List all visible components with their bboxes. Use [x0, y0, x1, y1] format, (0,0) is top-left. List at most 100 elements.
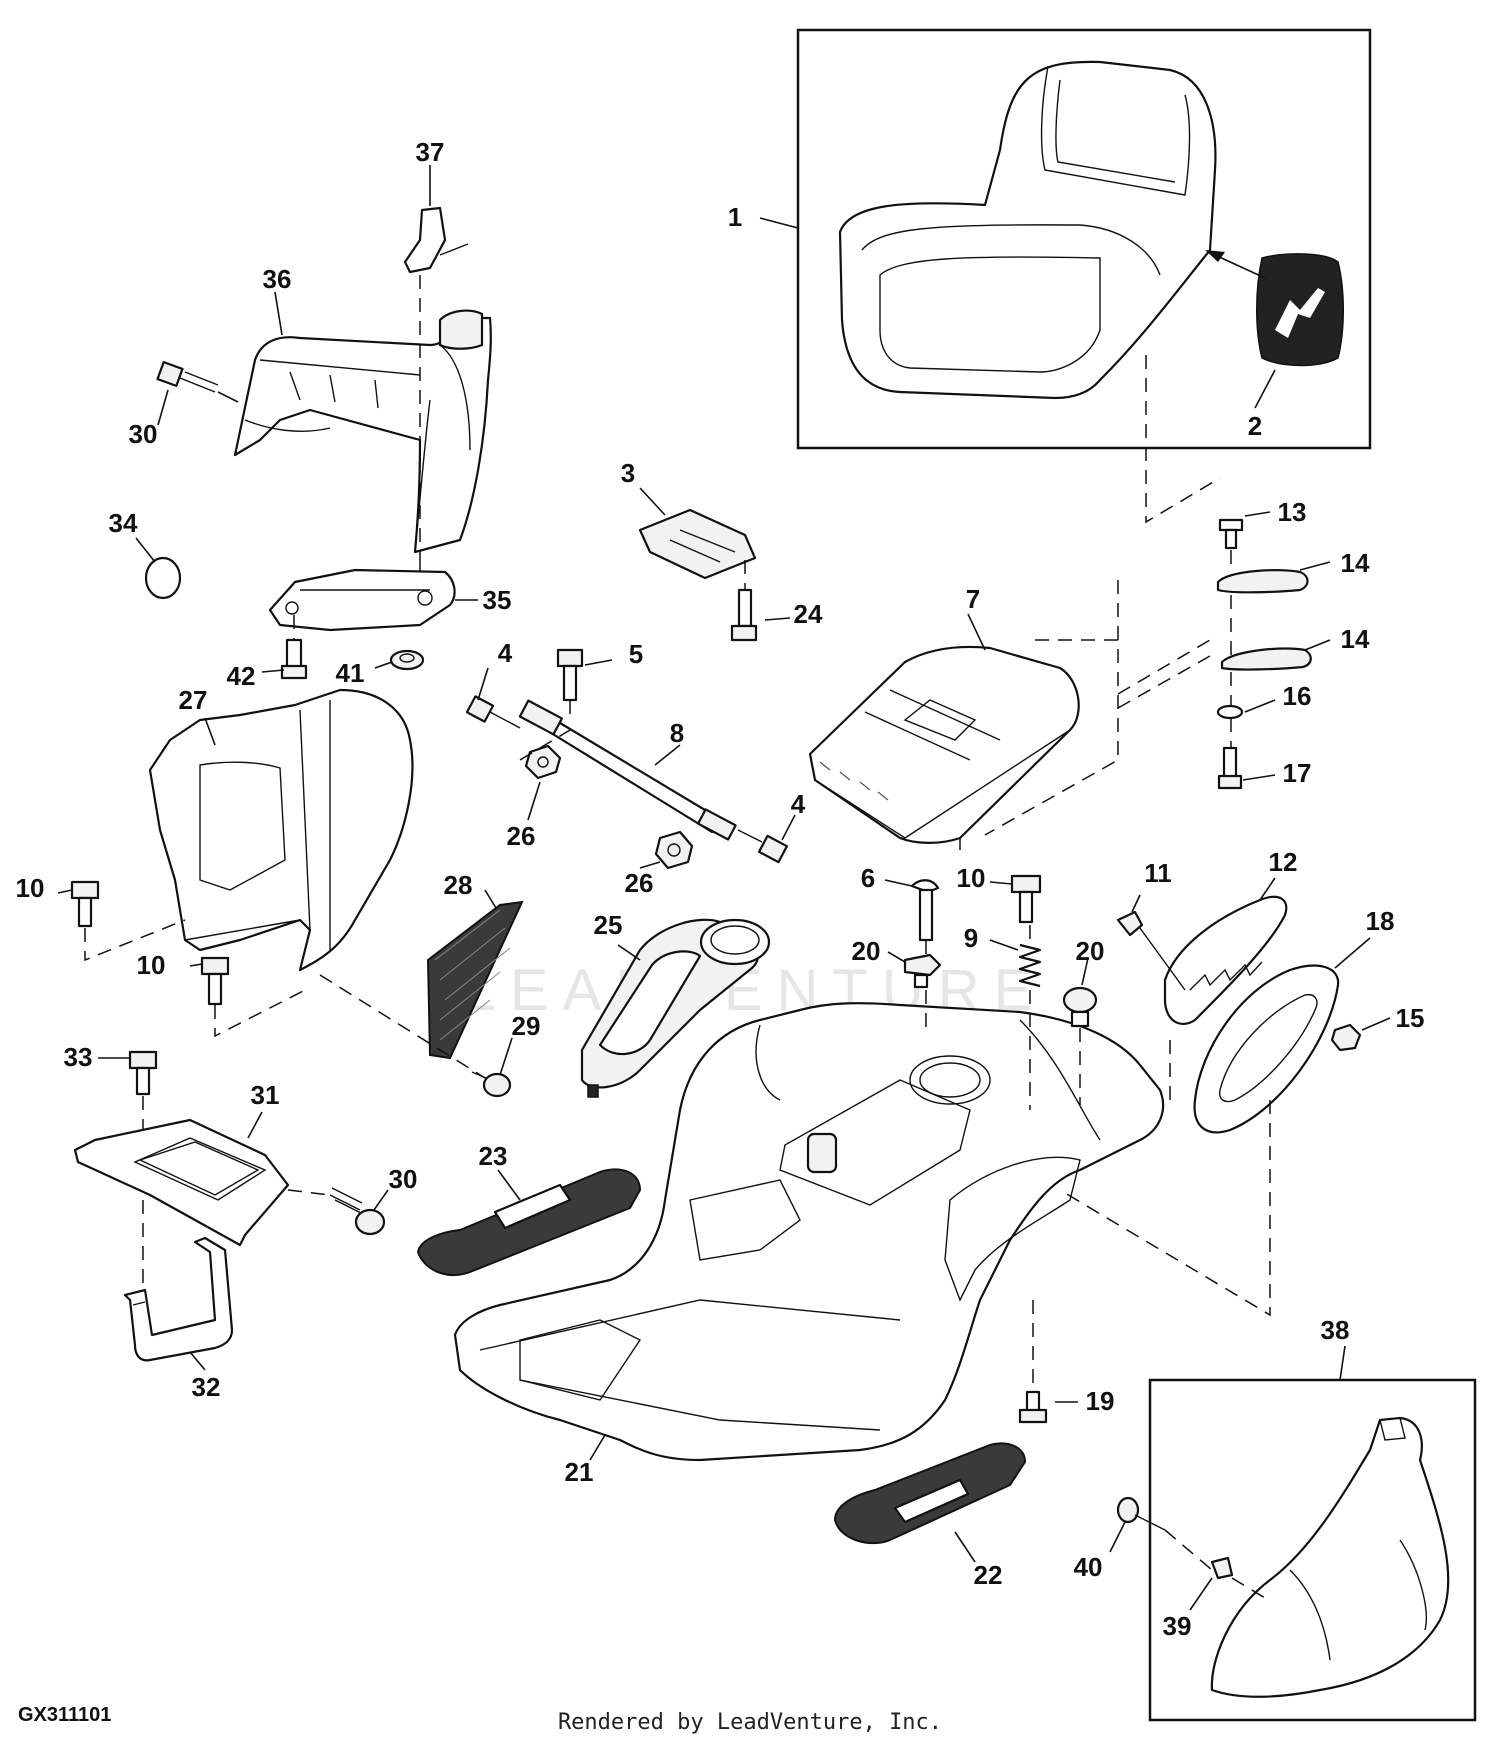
- battery-strap-32-part: [123, 1236, 234, 1362]
- bolt-30-lower-part: [329, 1187, 386, 1236]
- bolt-40-part: [1116, 1496, 1166, 1531]
- callout-16: 16: [1283, 681, 1312, 711]
- callout-38: 38: [1321, 1315, 1350, 1345]
- plate-35-part: [268, 568, 456, 632]
- callout-13: 13: [1278, 497, 1307, 527]
- callout-18: 18: [1366, 906, 1395, 936]
- bolt-4-upper-part: [465, 695, 521, 729]
- callout-10-right: 10: [957, 863, 986, 893]
- callout-3: 3: [621, 458, 635, 488]
- bushing-20-right-part: [1062, 986, 1098, 1028]
- callout-21: 21: [565, 1457, 594, 1487]
- callout-23: 23: [479, 1141, 508, 1171]
- height-plate-12-part: [1163, 895, 1288, 1025]
- grille-28-part: [426, 900, 524, 1060]
- callout-34: 34: [109, 508, 138, 538]
- callout-39: 39: [1163, 1611, 1192, 1641]
- nut-26-upper-part: [524, 744, 562, 780]
- callout-37: 37: [416, 137, 445, 167]
- battery-tray-31-part: [73, 1118, 290, 1247]
- figure-id: GX311101: [18, 1704, 112, 1726]
- cup-holder-25-part: [580, 918, 771, 1098]
- deere-decal-part: [1256, 253, 1344, 367]
- callout-4-lower: 4: [791, 789, 806, 819]
- bracket-3-part: [638, 508, 757, 580]
- bolt-24-part: [730, 588, 758, 642]
- callout-42: 42: [227, 661, 256, 691]
- lever-37-part: [403, 206, 469, 274]
- callout-30-lower: 30: [389, 1164, 418, 1194]
- dash-shroud-27-part: [148, 688, 414, 972]
- callout-10-left: 10: [16, 873, 45, 903]
- render-credit: Rendered by LeadVenture, Inc.: [557, 1710, 943, 1735]
- callout-11: 11: [1144, 858, 1172, 888]
- callout-8: 8: [670, 718, 684, 748]
- seat-slide-14-upper-part: [1216, 569, 1309, 594]
- callout-31: 31: [251, 1080, 280, 1110]
- nut-41-part: [389, 649, 425, 671]
- callout-35: 35: [483, 585, 512, 615]
- callout-2: 2: [1248, 411, 1262, 441]
- callout-19: 19: [1086, 1386, 1115, 1416]
- seat-inset-box: [796, 28, 1372, 450]
- fender-deck-21-part: [453, 1002, 1165, 1462]
- callout-1: 1: [728, 202, 742, 232]
- plug-34-part: [144, 556, 182, 600]
- callout-20-left: 20: [852, 936, 881, 966]
- callout-26-lower: 26: [625, 868, 654, 898]
- seat-slide-14-lower-part: [1220, 647, 1312, 671]
- callout-27: 27: [179, 685, 208, 715]
- fender-trim-38-part: [1210, 1416, 1450, 1698]
- washer-16-part: [1216, 704, 1244, 720]
- rod-8-part: [518, 699, 737, 841]
- clip-11-part: [1116, 910, 1144, 937]
- callout-41: 41: [336, 658, 365, 688]
- callout-40: 40: [1074, 1552, 1103, 1582]
- seat-pan-part: [808, 645, 1080, 844]
- callout-20-right: 20: [1076, 936, 1105, 966]
- callout-36: 36: [263, 264, 292, 294]
- bushing-20-left-part: [903, 953, 942, 989]
- dash-panel-36-part: [233, 309, 492, 554]
- callout-labels: 1 2 3 4 4 5 6 7 8 9 10 10 10 11 12 13 14…: [16, 137, 1425, 1641]
- nut-15-part: [1330, 1023, 1362, 1052]
- callout-26-upper: 26: [507, 821, 536, 851]
- callout-28: 28: [444, 870, 473, 900]
- callout-14-upper: 14: [1341, 548, 1370, 578]
- bolt-42-part: [280, 638, 308, 680]
- bolt-30-upper-part: [156, 361, 219, 393]
- callout-4-upper: 4: [498, 638, 513, 668]
- bolt-33-part: [128, 1050, 158, 1096]
- callout-33: 33: [64, 1042, 93, 1072]
- callout-9: 9: [964, 923, 978, 953]
- fender-trim-inset-box: [1148, 1378, 1477, 1722]
- seat-bolt-13-part: [1218, 518, 1244, 550]
- spring-9-part: [1018, 943, 1042, 988]
- callout-22: 22: [974, 1560, 1003, 1590]
- callout-6: 6: [861, 863, 875, 893]
- screw-29-part: [471, 1071, 512, 1098]
- callout-30-upper: 30: [129, 419, 158, 449]
- callout-15: 15: [1396, 1003, 1425, 1033]
- clip-39-part: [1210, 1556, 1234, 1580]
- callout-17: 17: [1283, 758, 1312, 788]
- callout-14-lower: 14: [1341, 624, 1370, 654]
- nut-26-lower-part: [654, 830, 694, 870]
- callout-29: 29: [512, 1011, 541, 1041]
- callout-10-mid: 10: [137, 950, 166, 980]
- callout-5: 5: [629, 639, 643, 669]
- foot-pad-22-part: [833, 1442, 1027, 1545]
- bolt-19-part: [1018, 1390, 1048, 1424]
- bolt-10-mid-part: [200, 956, 230, 1006]
- callout-32: 32: [192, 1372, 221, 1402]
- seat-part: [838, 60, 1217, 400]
- trim-18-part: [1193, 964, 1340, 1134]
- bolt-17-part: [1217, 746, 1243, 790]
- callout-12: 12: [1269, 847, 1298, 877]
- bolt-10-right-part: [1010, 874, 1042, 924]
- bolt-10-left-part: [70, 880, 100, 928]
- bolt-4-lower-part: [737, 829, 789, 864]
- latch-pin-6-part: [910, 879, 940, 942]
- callout-25: 25: [594, 910, 623, 940]
